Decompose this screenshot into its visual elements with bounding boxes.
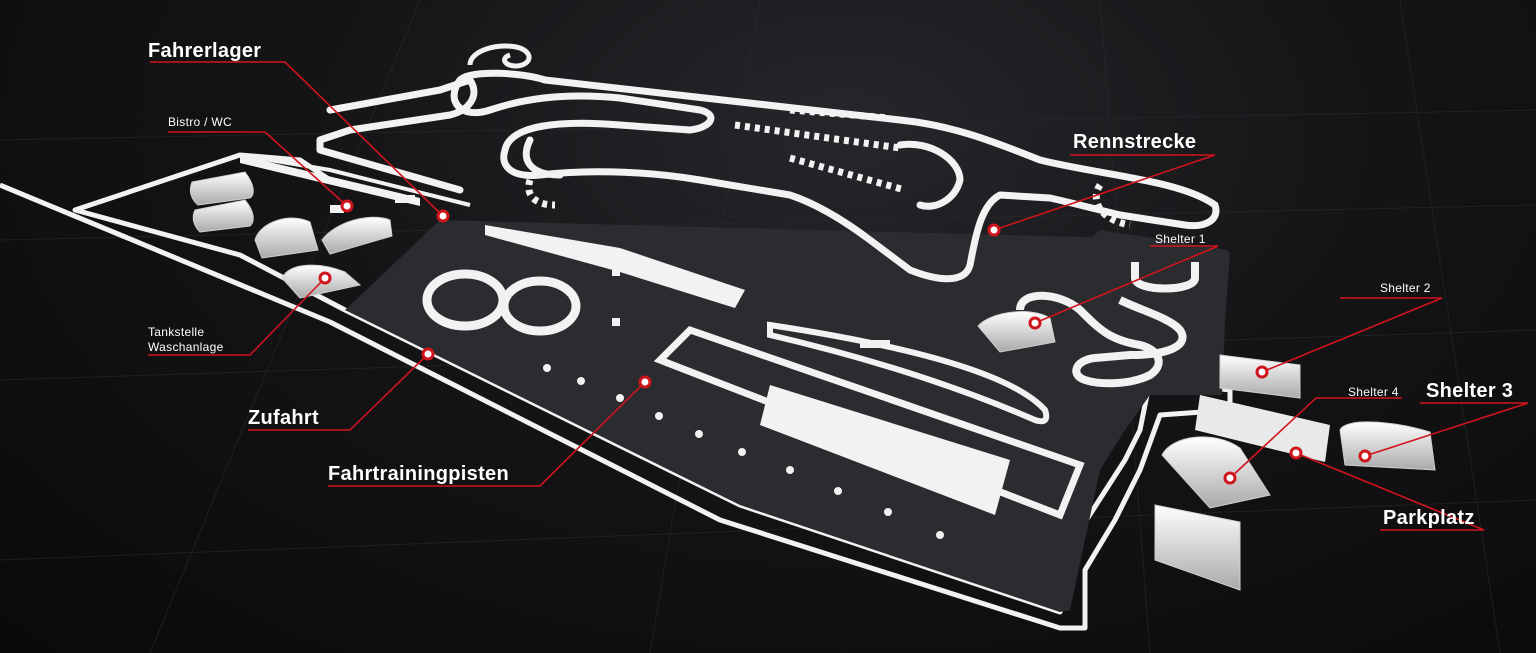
cone-markers bbox=[543, 364, 944, 539]
label-shelter-4: Shelter 4 bbox=[1348, 385, 1399, 399]
paddock-edge bbox=[74, 152, 471, 212]
label-shelter-1: Shelter 1 bbox=[1155, 232, 1206, 246]
figure-eight-track bbox=[422, 269, 581, 336]
callout-lines bbox=[148, 61, 1529, 531]
callout-markers bbox=[318, 199, 1372, 485]
skid-pan-outer bbox=[653, 325, 1085, 520]
label-shelter-3: Shelter 3 bbox=[1426, 380, 1514, 402]
spiral-track bbox=[467, 43, 532, 69]
label-parkplatz: Parkplatz bbox=[1383, 507, 1475, 529]
label-tankstelle-waschanlage: Tankstelle Waschanlage bbox=[148, 325, 224, 355]
parkplatz-lot bbox=[1195, 395, 1330, 462]
label-rennstrecke: Rennstrecke bbox=[1073, 131, 1197, 153]
u-turn-mark bbox=[1131, 262, 1199, 293]
skid-pan-inner bbox=[760, 385, 1010, 515]
brake-strip bbox=[485, 225, 745, 308]
label-fahrerlager: Fahrerlager bbox=[148, 40, 262, 62]
label-waschanlage: Waschanlage bbox=[148, 340, 224, 354]
label-shelter-2: Shelter 2 bbox=[1380, 281, 1431, 295]
label-fahrtrainingpisten: Fahrtrainingpisten bbox=[328, 463, 509, 485]
label-zufahrt: Zufahrt bbox=[248, 407, 319, 429]
label-tankstelle: Tankstelle bbox=[148, 325, 205, 339]
curbs bbox=[525, 106, 1131, 229]
race-circuit bbox=[316, 69, 1220, 283]
paddock-buildings bbox=[240, 155, 890, 348]
label-bistro-wc: Bistro / WC bbox=[168, 115, 232, 129]
handling-loop bbox=[767, 321, 1050, 425]
shelter1-pad bbox=[1030, 230, 1228, 395]
shelter1-track bbox=[1016, 291, 1187, 388]
